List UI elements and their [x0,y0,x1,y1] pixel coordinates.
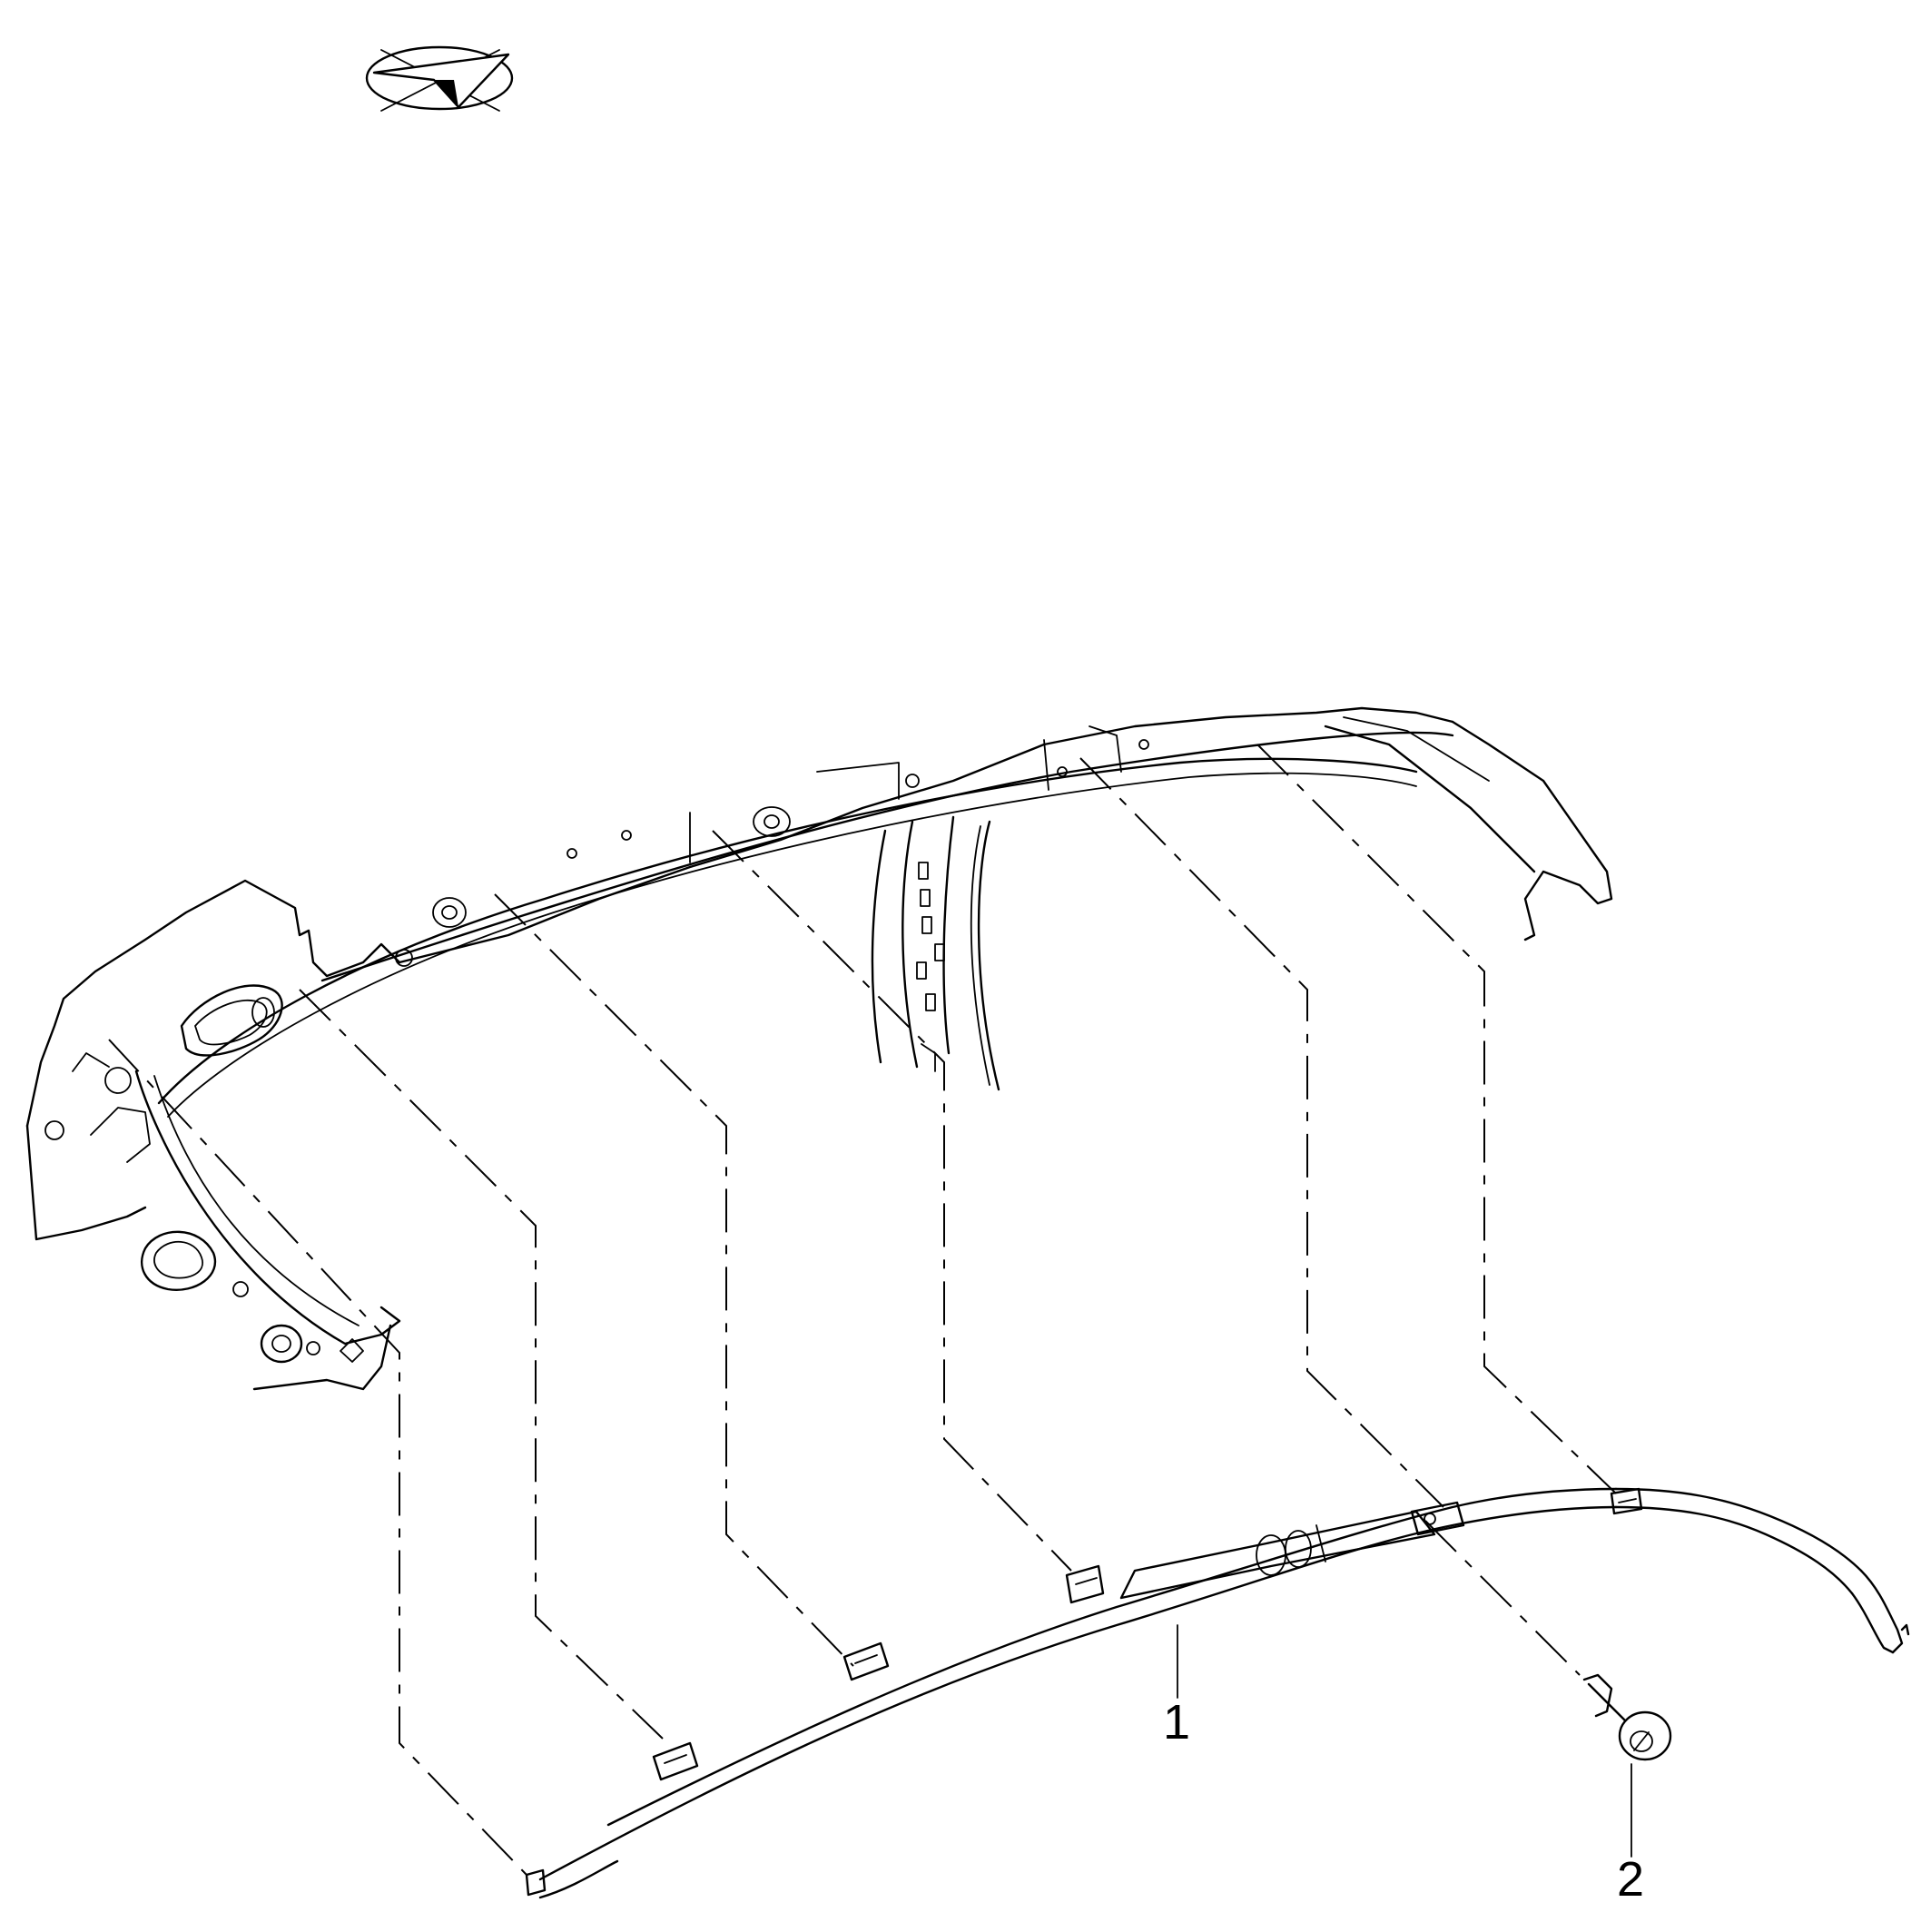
airbag-clip [842,1641,890,1681]
compass-orientation-icon [365,45,514,112]
retaining-clip [1582,1673,1672,1761]
airbag-clip [525,1868,547,1897]
airbag-clip [1065,1564,1105,1604]
airbag-clip [652,1741,699,1781]
callout-label-1: 1 [1163,1695,1190,1750]
mounting-leader-lines [108,744,1617,1876]
roof-rail-holes [395,725,1149,967]
callout-label-2: 2 [1617,1852,1644,1907]
airbag-clip [1610,1487,1643,1515]
airbag-module [525,1487,1910,1899]
roof-frame [25,706,1613,1391]
airbag-clip [1410,1501,1465,1536]
b-pillar [871,815,1000,1091]
callout-leaders [1177,1624,1632,1858]
